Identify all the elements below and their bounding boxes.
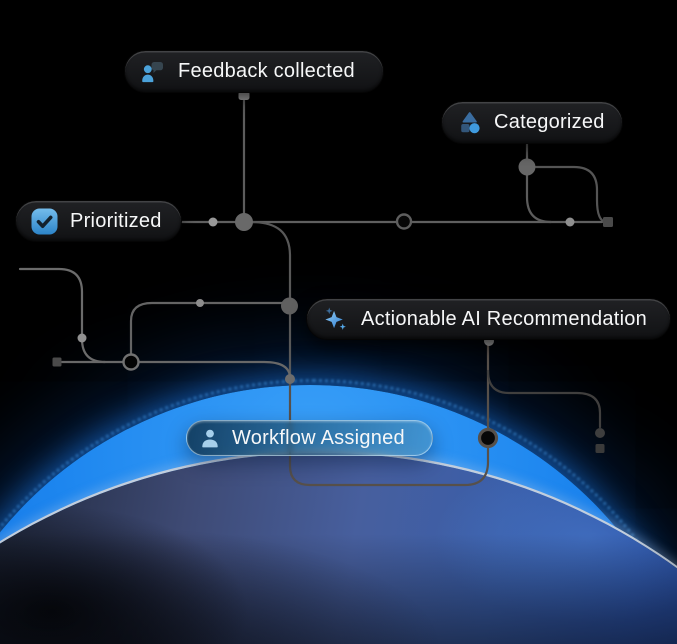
small-node-dot <box>77 333 87 343</box>
plug-square <box>595 444 605 453</box>
open-circle-node <box>122 353 140 371</box>
connector-lower-horizontal <box>60 360 292 380</box>
plug-dot <box>595 428 605 438</box>
checkmark-icon <box>31 208 58 234</box>
connector-categorized-merge <box>525 173 553 224</box>
people-chat-icon <box>142 61 163 82</box>
connector-left-elbow <box>18 267 107 364</box>
small-node-dot <box>196 299 204 307</box>
connector-plug-branch <box>486 369 602 429</box>
pill-prioritized: Prioritized <box>15 200 182 242</box>
connector-workflow-loop <box>288 342 490 487</box>
connector-circle-up-branch <box>129 301 286 355</box>
small-node-dot <box>208 217 218 227</box>
person-icon <box>202 429 218 448</box>
pill-label: Workflow Assigned <box>232 426 405 449</box>
junction-dot <box>281 297 298 315</box>
pill-actionable-ai-recommendation: Actionable AI Recommendation <box>306 298 671 340</box>
sparkles-icon <box>325 306 346 330</box>
pill-label: Feedback collected <box>178 60 355 82</box>
square-end-node <box>52 357 62 367</box>
small-node-dot <box>285 374 295 384</box>
pill-label: Categorized <box>494 111 605 133</box>
pill-workflow-assigned: Workflow Assigned <box>186 420 433 456</box>
feedback-attach-tab <box>238 91 250 100</box>
pill-feedback-collected: Feedback collected <box>124 50 384 93</box>
connector-branch-down <box>248 220 292 381</box>
pill-label: Actionable AI Recommendation <box>361 307 648 330</box>
shapes-icon <box>461 112 480 134</box>
square-end-node <box>603 217 613 227</box>
junction-dot <box>235 213 253 231</box>
pill-categorized: Categorized <box>441 101 623 144</box>
connector-categorized-right-branch <box>534 165 608 224</box>
sphere-speckle-edge <box>0 379 677 644</box>
pill-label: Prioritized <box>70 209 162 232</box>
junction-dot <box>518 158 536 176</box>
lollipop-node <box>477 427 499 449</box>
open-circle-node <box>395 213 413 230</box>
small-node-dot <box>565 217 575 227</box>
